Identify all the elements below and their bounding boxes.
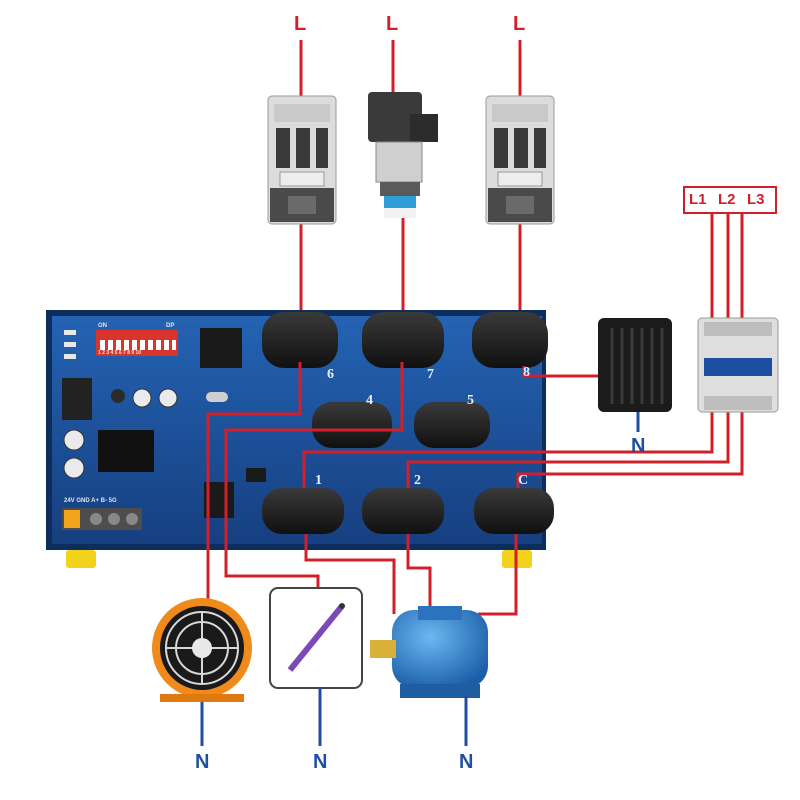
dip-switch-numbers: 1 2 3 4 5 6 7 8 9 10 (98, 350, 142, 356)
fan (152, 598, 252, 746)
ct-coil-8 (472, 312, 548, 368)
motor (370, 606, 488, 746)
ct-coil-7 (362, 312, 444, 368)
line-label-3: L (513, 13, 526, 35)
three-phase-contactor (697, 317, 779, 413)
ct-coil-5 (414, 402, 490, 448)
ct-coil-3 (474, 488, 554, 534)
three-phase-label-box: L1 L2 L3 (683, 186, 777, 214)
coil-label-2: 2 (414, 473, 421, 488)
coil-label-4: 4 (366, 393, 373, 408)
dip-switch-on-label: ON (98, 323, 107, 329)
ct-coil-6 (262, 312, 338, 368)
contactor-right (485, 95, 555, 225)
coil-label-6: 6 (327, 367, 334, 382)
phase-label-l2: L2 (718, 191, 736, 208)
terminal-labels: 24V GND A+ B- 5G (64, 498, 117, 504)
coil-label-8: 8 (523, 365, 530, 380)
coil-label-5: 5 (467, 393, 474, 408)
supply-wires (299, 40, 522, 316)
coil-label-c: C (518, 473, 529, 488)
neutral-label-lamp: N (313, 751, 328, 773)
neutral-label-heater: N (631, 435, 646, 457)
relay-middle (368, 92, 438, 218)
line-label-2: L (386, 13, 399, 35)
ct-coil-2 (362, 488, 444, 534)
heater (598, 318, 672, 432)
neutral-label-fan: N (195, 751, 210, 773)
uv-lamp (269, 587, 363, 746)
contactor-left (267, 95, 337, 225)
coil-label-1: 1 (315, 473, 322, 488)
neutral-label-motor: N (459, 751, 474, 773)
line-label-1: L (294, 13, 307, 35)
ct-coil-1 (262, 488, 344, 534)
phase-label-l1: L1 (689, 191, 707, 208)
phase-label-l3: L3 (747, 191, 765, 208)
load-wires (206, 210, 744, 616)
coil-label-7: 7 (427, 367, 434, 382)
dip-switch-dp-label: DP (166, 323, 175, 329)
ct-coil-4 (312, 402, 392, 448)
